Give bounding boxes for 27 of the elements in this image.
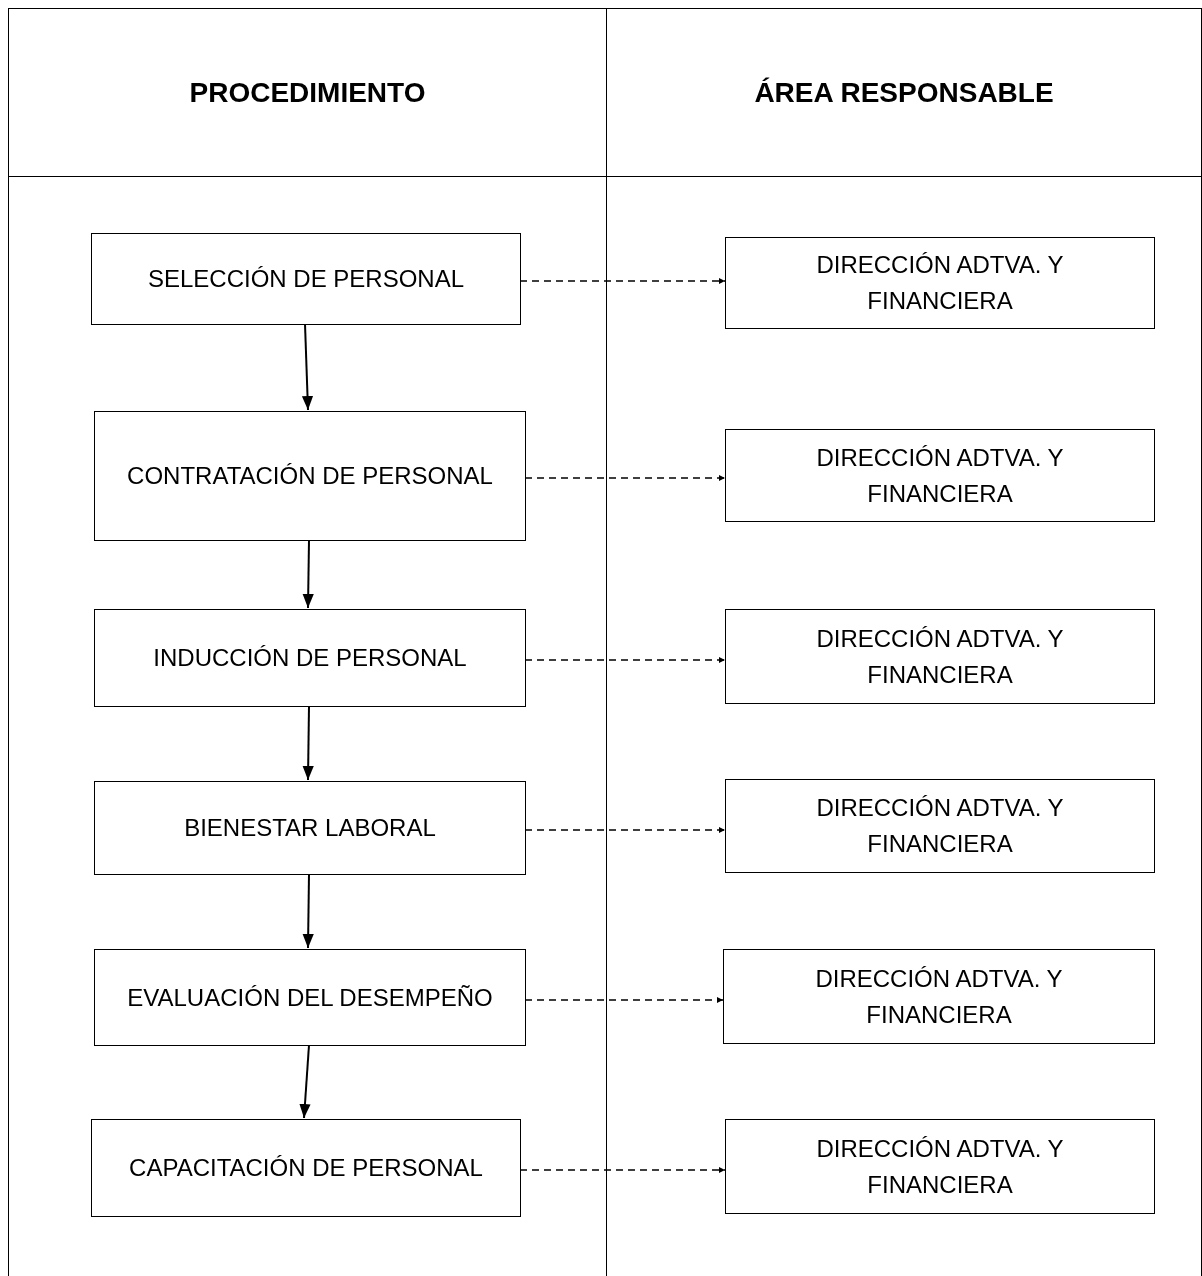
process-box: CAPACITACIÓN DE PERSONAL	[91, 1119, 521, 1217]
arrow	[301, 323, 314, 411]
column-header: ÁREA RESPONSABLE	[754, 76, 1054, 109]
arrow	[302, 539, 314, 609]
dashed-arrow	[524, 997, 724, 1003]
area-box: DIRECCIÓN ADTVA. Y FINANCIERA	[725, 429, 1155, 522]
process-box: CONTRATACIÓN DE PERSONAL	[94, 411, 526, 541]
arrow	[299, 1044, 311, 1119]
dashed-arrow	[524, 657, 726, 663]
area-box: DIRECCIÓN ADTVA. Y FINANCIERA	[725, 1119, 1155, 1214]
table-column	[607, 8, 1202, 1276]
process-box: BIENESTAR LABORAL	[94, 781, 526, 875]
dashed-arrow	[524, 475, 726, 481]
area-box: DIRECCIÓN ADTVA. Y FINANCIERA	[725, 237, 1155, 329]
arrow	[302, 873, 314, 949]
process-box: EVALUACIÓN DEL DESEMPEÑO	[94, 949, 526, 1046]
process-box: SELECCIÓN DE PERSONAL	[91, 233, 521, 325]
table-column	[8, 8, 607, 1276]
area-box: DIRECCIÓN ADTVA. Y FINANCIERA	[723, 949, 1155, 1044]
dashed-arrow	[524, 827, 726, 833]
process-box: INDUCCIÓN DE PERSONAL	[94, 609, 526, 707]
dashed-arrow	[519, 278, 726, 284]
column-header: PROCEDIMIENTO	[189, 76, 426, 109]
arrow	[302, 705, 314, 781]
dashed-arrow	[519, 1167, 726, 1173]
area-box: DIRECCIÓN ADTVA. Y FINANCIERA	[725, 609, 1155, 704]
area-box: DIRECCIÓN ADTVA. Y FINANCIERA	[725, 779, 1155, 873]
